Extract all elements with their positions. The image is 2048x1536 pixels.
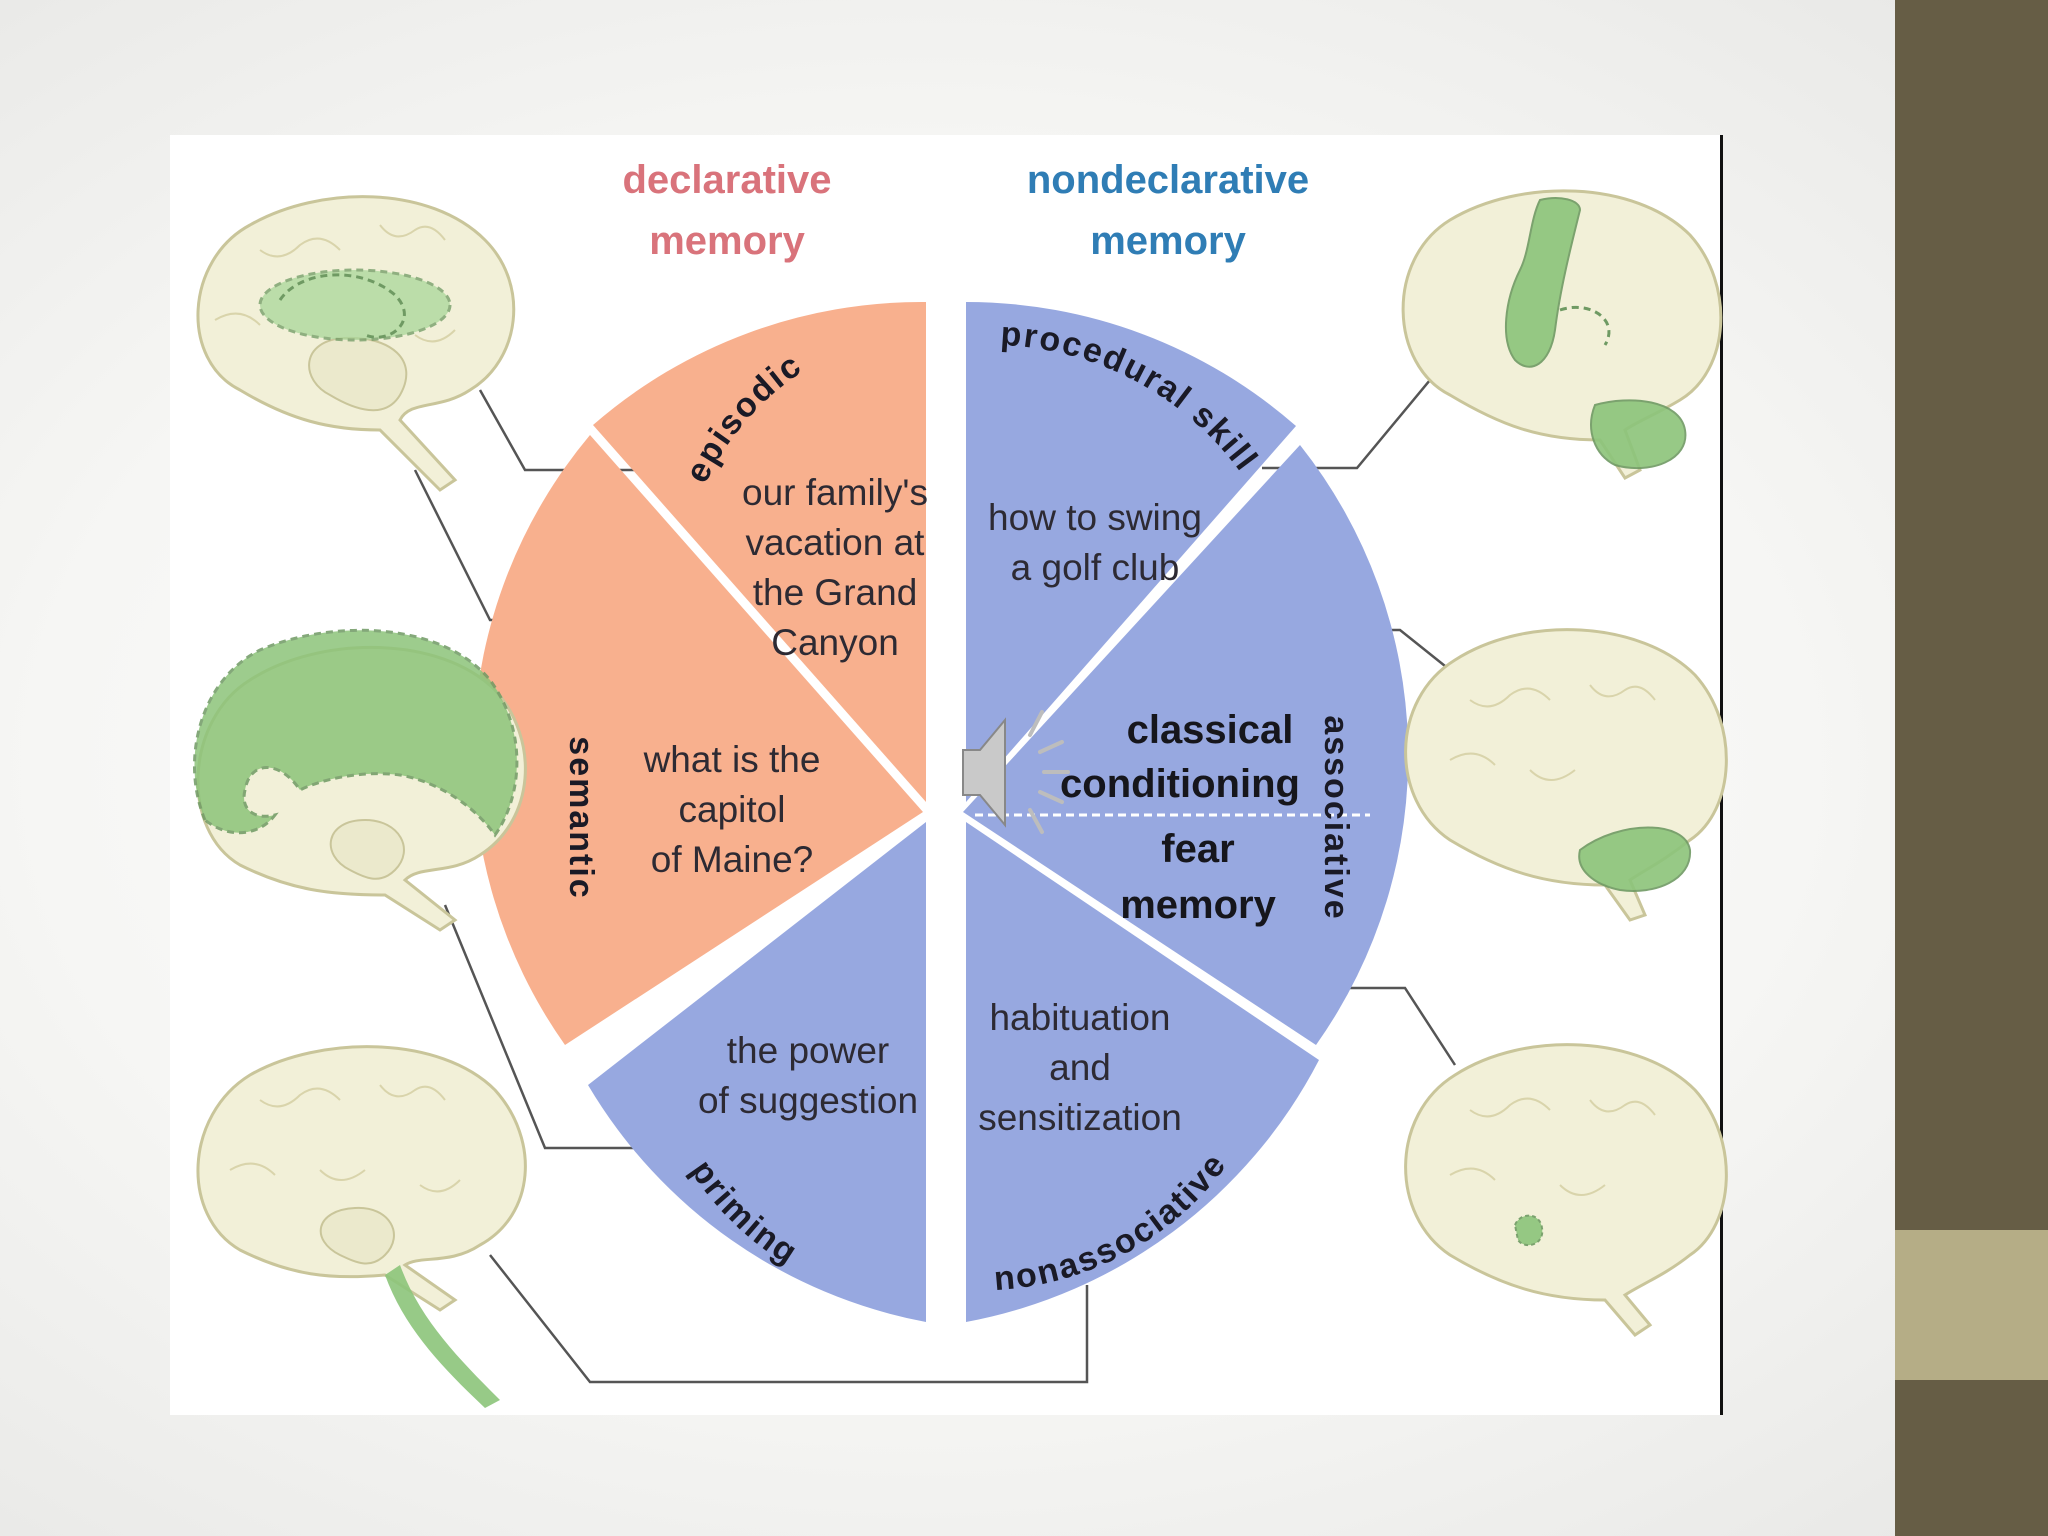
nonassociative-example: habituation and sensitization bbox=[978, 997, 1182, 1138]
associative-label: associative bbox=[1317, 715, 1355, 920]
svg-text:the power: the power bbox=[727, 1030, 890, 1071]
memory-wheel bbox=[473, 301, 1409, 1322]
wedge-semantic bbox=[473, 435, 923, 1045]
svg-text:and: and bbox=[1049, 1047, 1111, 1088]
nondeclarative-header-line1: nondeclarative bbox=[1027, 158, 1309, 202]
svg-text:of Maine?: of Maine? bbox=[651, 839, 814, 880]
svg-text:of suggestion: of suggestion bbox=[698, 1080, 918, 1121]
brain-semantic-icon bbox=[193, 628, 527, 932]
procedural-example: how to swing a golf club bbox=[988, 497, 1202, 588]
svg-text:memory: memory bbox=[1120, 883, 1276, 927]
semantic-label: semantic bbox=[562, 736, 600, 899]
wedge-episodic bbox=[593, 301, 926, 802]
svg-text:conditioning: conditioning bbox=[1060, 762, 1300, 806]
svg-text:a golf club: a golf club bbox=[1011, 547, 1180, 588]
svg-text:habituation: habituation bbox=[989, 997, 1170, 1038]
brain-episodic-icon bbox=[196, 195, 516, 492]
declarative-header-line2: memory bbox=[649, 219, 805, 263]
wedge-nonassociative bbox=[966, 822, 1319, 1322]
wedge-associative bbox=[963, 445, 1409, 1045]
associative-example: classical conditioning fear memory bbox=[1060, 708, 1300, 927]
svg-text:vacation at: vacation at bbox=[746, 522, 926, 563]
brain-associative-icon bbox=[1404, 628, 1728, 922]
priming-example: the power of suggestion bbox=[698, 1030, 918, 1121]
svg-text:Canyon: Canyon bbox=[771, 622, 899, 663]
speaker-icon[interactable] bbox=[962, 710, 1070, 834]
svg-text:capitol: capitol bbox=[679, 789, 786, 830]
declarative-header-line1: declarative bbox=[622, 158, 831, 202]
brain-priming-icon bbox=[196, 1045, 527, 1408]
svg-text:how to swing: how to swing bbox=[988, 497, 1202, 538]
sidebar-accent bbox=[1895, 1230, 2048, 1380]
svg-text:the Grand: the Grand bbox=[753, 572, 918, 613]
wedge-procedural bbox=[966, 301, 1296, 802]
semantic-example: what is the capitol of Maine? bbox=[643, 739, 821, 880]
nondeclarative-header-line2: memory bbox=[1090, 219, 1246, 263]
brain-nonassociative-icon bbox=[1404, 1043, 1728, 1337]
svg-text:what is the: what is the bbox=[643, 739, 821, 780]
svg-text:our family's: our family's bbox=[742, 472, 928, 513]
episodic-example: our family's vacation at the Grand Canyo… bbox=[742, 472, 928, 663]
wedge-priming bbox=[588, 822, 926, 1322]
svg-text:fear: fear bbox=[1161, 827, 1234, 871]
svg-text:sensitization: sensitization bbox=[978, 1097, 1182, 1138]
brain-procedural-icon bbox=[1401, 189, 1723, 480]
svg-text:classical: classical bbox=[1127, 708, 1294, 752]
